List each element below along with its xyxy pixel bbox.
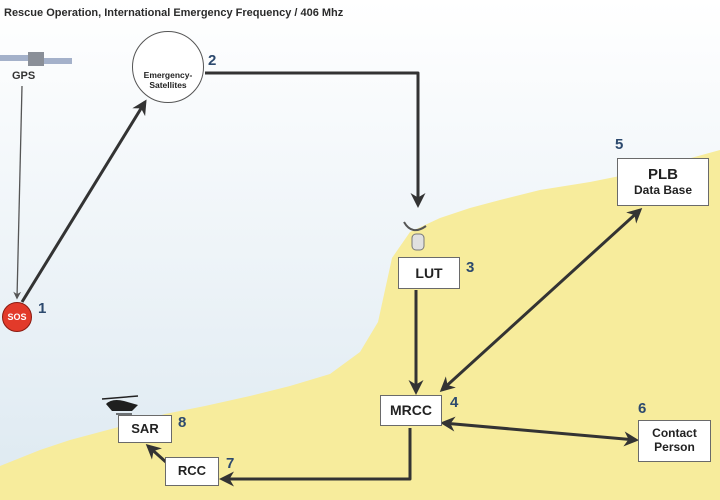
antenna-dish-icon <box>403 221 427 251</box>
satellites-line2: Satellites <box>149 79 187 90</box>
lut-box: LUT <box>398 257 460 289</box>
plb-database-box: PLB Data Base <box>617 158 709 206</box>
plb-line2: Data Base <box>633 182 693 197</box>
satellites-number: 2 <box>208 52 217 69</box>
emergency-satellites-label: Emergency- Satellites <box>132 70 204 91</box>
emergency-satellites-node <box>132 31 204 103</box>
contact-line1: Contact <box>652 426 697 441</box>
rcc-box: RCC <box>165 457 219 486</box>
satellites-line1: Emergency- <box>143 70 193 80</box>
sos-number: 1 <box>38 300 47 317</box>
contact-line2: Person <box>654 440 695 454</box>
sar-box: SAR <box>118 415 172 443</box>
rcc-number: 7 <box>226 455 235 472</box>
contact-person-box: Contact Person <box>638 420 711 462</box>
gps-label: GPS <box>12 70 36 82</box>
plb-number: 5 <box>615 136 624 153</box>
arrow-mrcc-contact <box>440 416 639 447</box>
connection-arrows <box>13 71 643 487</box>
helicopter-icon <box>101 395 139 415</box>
arrow-sos-satellites <box>20 99 147 303</box>
arrow-mrcc-rcc <box>219 428 412 487</box>
arrow-gps-sos <box>13 85 23 300</box>
arrow-satellites-lut <box>205 71 426 208</box>
contact-number: 6 <box>638 400 647 417</box>
sos-node: SOS <box>2 302 32 332</box>
sar-number: 8 <box>178 414 187 431</box>
mrcc-number: 4 <box>450 394 459 411</box>
arrow-mrcc-plb <box>439 207 643 393</box>
page-title: Rescue Operation, International Emergenc… <box>4 7 344 19</box>
gps-satellite-icon <box>0 52 72 66</box>
plb-line1: PLB <box>648 166 678 184</box>
mrcc-box: MRCC <box>380 395 442 426</box>
lut-number: 3 <box>466 259 475 276</box>
arrow-rcc-sar <box>145 443 169 465</box>
